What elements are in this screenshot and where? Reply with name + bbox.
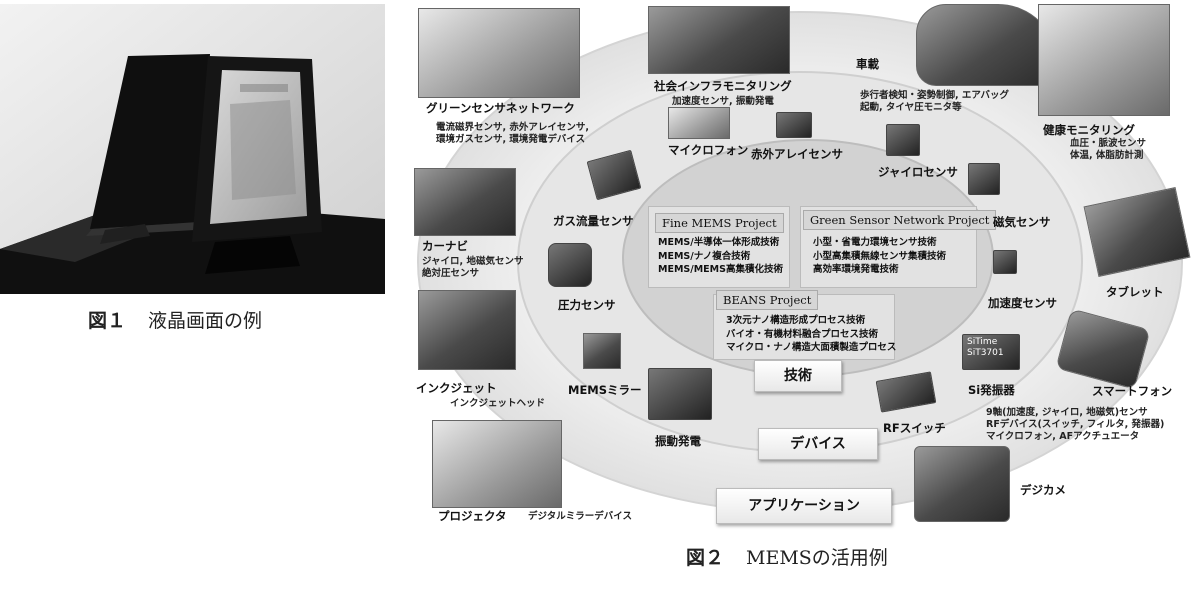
inkjet-desc: インクジェットヘッド	[450, 398, 545, 410]
green-sensor-line: 高効率環境発電技術	[813, 264, 899, 275]
green-sensor-line: 小型・省電力環境センサ技術	[813, 237, 937, 248]
projector-label: プロジェクタ	[438, 509, 507, 523]
pressure-label: 圧力センサ	[558, 298, 616, 312]
ring-label-device: デバイス	[758, 428, 878, 460]
ir-sensor-image	[776, 112, 812, 138]
carnavi-label: カーナビ	[422, 239, 468, 253]
projector-desc-line: デジタルミラーデバイス	[528, 511, 633, 522]
si-oscillator-model: SiT3701	[967, 348, 1004, 358]
pressure-image	[548, 243, 592, 287]
magnetic-image	[968, 163, 1000, 195]
figure1-caption-number: 図１	[88, 310, 127, 332]
vehicle-desc-line: 歩行者検知・姿勢制御, エアバッグ	[860, 90, 1010, 101]
gyro-image	[886, 124, 920, 156]
green-sensor-lines: 小型・省電力環境センサ技術 小型高集積無線センサ集積技術 高効率環境発電技術	[813, 236, 946, 277]
ring-label-application: アプリケーション	[716, 488, 892, 524]
inkjet-image	[418, 290, 516, 370]
green-sensor-line: 小型高集積無線センサ集積技術	[813, 250, 947, 262]
inkjet-desc-line: インクジェットヘッド	[450, 398, 546, 409]
beans-lines: 3次元ナノ構造形成プロセス技術 バイオ・有機材料融合プロセス技術 マイクロ・ナノ…	[726, 314, 896, 355]
smartphone-desc-line: RFデバイス(スイッチ, フィルタ, 発振器)	[986, 419, 1165, 430]
figure2-caption: 図２ MEMSの活用例	[686, 543, 888, 570]
health-label: 健康モニタリング	[1043, 123, 1135, 137]
carnavi-desc: ジャイロ, 地磁気センサ 絶対圧センサ	[422, 256, 523, 280]
beans-title: BEANS Project	[716, 290, 819, 310]
si-oscillator-label: Si発振器	[968, 383, 1015, 397]
green-sensor-desc-line: 環境ガスセンサ, 環境発電デバイス	[436, 134, 586, 145]
infra-desc: 加速度センサ, 振動発電	[672, 96, 774, 108]
vibration-label: 振動発電	[655, 434, 701, 448]
smartphone-label: スマートフォン	[1092, 384, 1173, 398]
health-image	[1038, 4, 1170, 116]
vehicle-desc: 歩行者検知・姿勢制御, エアバッグ 起動, タイヤ圧モニタ等	[860, 90, 1009, 114]
tablet-label: タブレット	[1106, 285, 1164, 299]
vehicle-image	[916, 4, 1058, 86]
accel-label: 加速度センサ	[988, 296, 1057, 310]
beans-line: マイクロ・ナノ構造大面積製造プロセス	[726, 342, 897, 353]
microphone-label: マイクロフォン	[668, 143, 749, 157]
vibration-image	[648, 368, 712, 420]
fine-mems-title: Fine MEMS Project	[655, 213, 784, 233]
si-oscillator-brand: SiTime	[967, 337, 998, 347]
carnavi-desc-line: 絶対圧センサ	[422, 268, 480, 279]
rf-switch-label: RFスイッチ	[883, 421, 946, 435]
carnavi-desc-line: ジャイロ, 地磁気センサ	[422, 256, 524, 267]
mems-application-diagram: Fine MEMS Project MEMS/半導体一体形成技術 MEMS/ナノ…	[408, 0, 1192, 530]
projector-desc: デジタルミラーデバイス	[528, 511, 632, 523]
health-desc-line: 血圧・脈波センサ	[1070, 138, 1147, 149]
inkjet-label: インクジェット	[416, 381, 497, 395]
accel-image	[993, 250, 1017, 274]
camera-image	[914, 446, 1010, 522]
infra-image	[648, 6, 790, 74]
beans-line: 3次元ナノ構造形成プロセス技術	[726, 315, 866, 326]
ring-label-tech: 技術	[754, 360, 842, 392]
microphone-image	[668, 107, 730, 139]
health-desc-line: 体温, 体脂肪計測	[1070, 150, 1144, 161]
figure2-caption-number: 図２	[686, 547, 725, 569]
green-sensor-image	[418, 8, 580, 98]
mems-mirror-label: MEMSミラー	[568, 383, 642, 397]
magnetic-label: 磁気センサ	[993, 215, 1051, 229]
figure1-caption: 図１ 液晶画面の例	[88, 306, 262, 333]
tablet-display-photo	[0, 4, 385, 294]
vehicle-label: 車載	[856, 57, 879, 71]
green-sensor-desc-line: 電流磁界センサ, 赤外アレイセンサ,	[436, 122, 590, 133]
gas-flow-label: ガス流量センサ	[553, 214, 634, 228]
carnavi-image	[414, 168, 516, 236]
camera-label: デジカメ	[1020, 483, 1066, 497]
smartphone-desc: 9軸(加速度, ジャイロ, 地磁気)センサ RFデバイス(スイッチ, フィルタ,…	[986, 407, 1164, 443]
green-sensor-label: グリーンセンサネットワーク	[426, 101, 575, 115]
green-sensor-title: Green Sensor Network Project	[803, 210, 997, 230]
fine-mems-line: MEMS/半導体一体形成技術	[658, 237, 780, 248]
beans-line: バイオ・有機材料融合プロセス技術	[726, 328, 879, 340]
fine-mems-line: MEMS/MEMS高集積化技術	[658, 264, 783, 275]
ir-sensor-label: 赤外アレイセンサ	[751, 147, 843, 161]
infra-label: 社会インフラモニタリング	[654, 79, 792, 93]
fine-mems-lines: MEMS/半導体一体形成技術 MEMS/ナノ複合技術 MEMS/MEMS高集積化…	[658, 236, 783, 277]
figure2-caption-text: MEMSの活用例	[746, 547, 888, 569]
health-desc: 血圧・脈波センサ 体温, 体脂肪計測	[1070, 138, 1146, 162]
mems-mirror-image	[583, 333, 621, 369]
gyro-label: ジャイロセンサ	[878, 165, 958, 179]
projector-image	[432, 420, 562, 508]
smartphone-desc-line: 9軸(加速度, ジャイロ, 地磁気)センサ	[986, 407, 1148, 418]
infra-desc-line: 加速度センサ, 振動発電	[672, 96, 774, 107]
vehicle-desc-line: 起動, タイヤ圧モニタ等	[860, 102, 962, 113]
figure1-caption-text: 液晶画面の例	[148, 310, 263, 332]
smartphone-desc-line: マイクロフォン, AFアクチュエータ	[986, 431, 1140, 442]
fine-mems-line: MEMS/ナノ複合技術	[658, 250, 751, 262]
green-sensor-desc: 電流磁界センサ, 赤外アレイセンサ, 環境ガスセンサ, 環境発電デバイス	[436, 122, 589, 146]
